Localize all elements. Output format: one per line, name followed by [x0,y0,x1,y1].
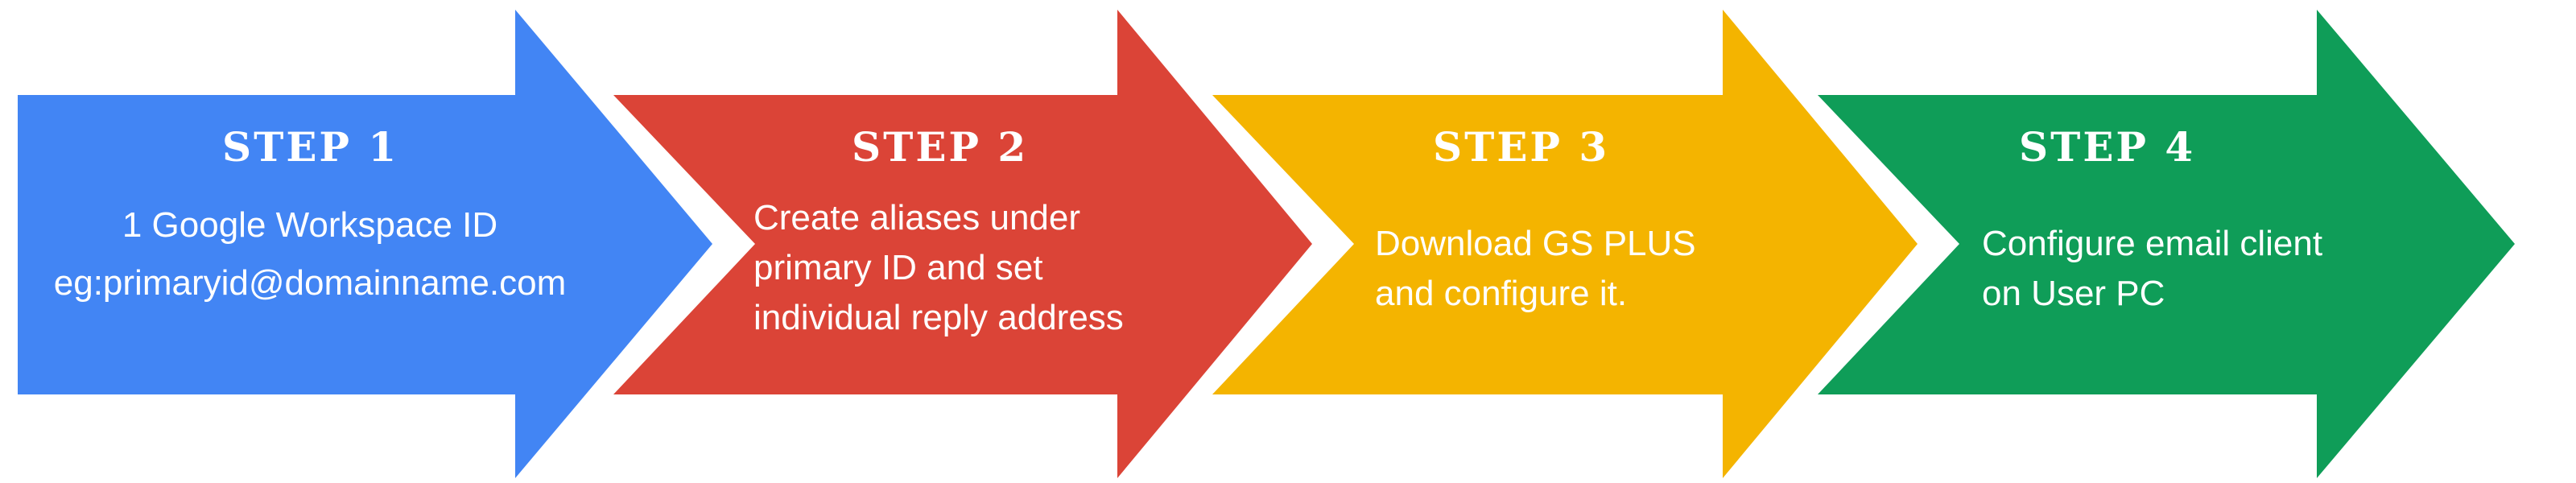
step-2-description: Create aliases under primary ID and set … [753,193,1124,343]
step-2-line-3: individual reply address [753,298,1124,337]
step-4-line-2: on User PC [1982,274,2165,313]
step-1-line-2: eg:primaryid@domainname.com [53,263,567,303]
step-2-arrow [613,10,1312,478]
step-1-line-1: 1 Google Workspace ID [122,205,498,245]
step-1-arrow [18,10,712,478]
step-3-line-1: Download GS PLUS [1375,224,1696,263]
step-3-title: STEP 3 [1433,123,1610,171]
step-1-title: STEP 1 [222,123,399,171]
step-3-line-2: and configure it. [1375,274,1628,313]
step-2-line-1: Create aliases under [753,198,1081,237]
step-4-arrow [1818,10,2515,478]
step-4-line-1: Configure email client [1982,224,2323,263]
step-3-arrow [1212,10,1918,478]
step-1-description: 1 Google Workspace ID eg:primaryid@domai… [48,200,572,308]
step-4-description: Configure email client on User PC [1982,219,2322,319]
step-2-line-2: primary ID and set [753,248,1043,287]
step-4-title: STEP 4 [2019,123,2196,171]
step-2-title: STEP 2 [852,123,1029,171]
step-3-description: Download GS PLUS and configure it. [1375,219,1696,319]
